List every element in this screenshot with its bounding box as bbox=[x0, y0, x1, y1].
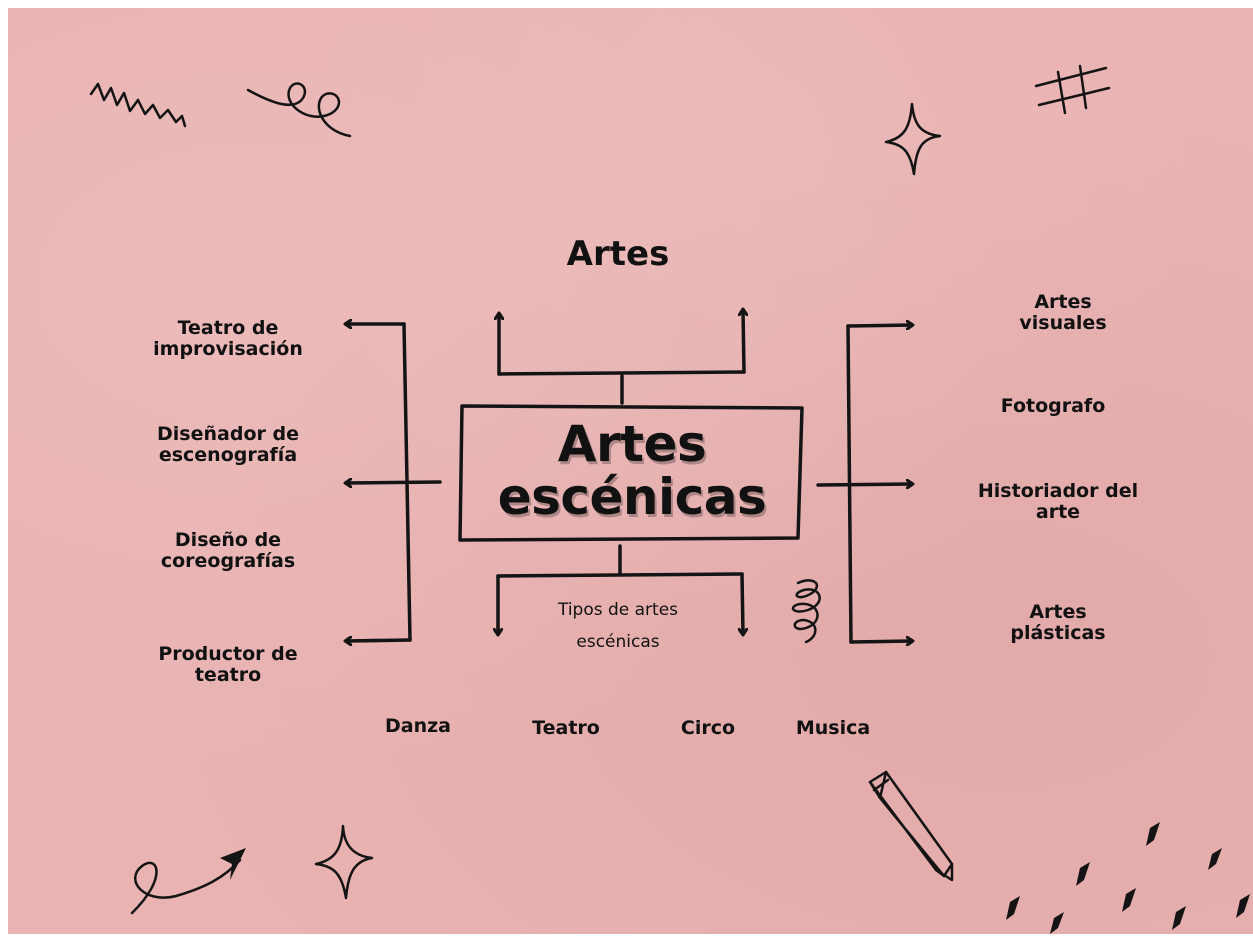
subtitle: Tipos de artes escénicas bbox=[518, 594, 718, 659]
mind-map-canvas: Artes Artes escénicas Tipos de artes esc… bbox=[8, 8, 1253, 934]
right-item-4-line-2: plásticas bbox=[1010, 621, 1106, 644]
subtitle-line-2: escénicas bbox=[576, 632, 660, 653]
zigzag-doodle bbox=[89, 82, 187, 128]
left-item-1-line-1: Teatro de bbox=[177, 317, 279, 339]
type-teatro: Teatro bbox=[532, 717, 600, 739]
right-item-3-line-2: arte bbox=[1035, 500, 1081, 523]
left-item-3-line-1: Diseño de bbox=[174, 529, 282, 551]
curly-arrow-head-icon bbox=[220, 848, 246, 880]
arrow-down-right bbox=[742, 572, 743, 634]
top-label: Artes bbox=[566, 234, 670, 274]
right-item-1-line-2: visuales bbox=[1019, 311, 1107, 334]
right-item-3-line-1: Historiador del bbox=[977, 480, 1139, 502]
left-item-4: Productor de teatro bbox=[118, 644, 338, 686]
dash-marks-doodle bbox=[1006, 822, 1250, 934]
left-item-2: Diseñador de escenografía bbox=[118, 424, 338, 466]
spiral-doodle bbox=[791, 579, 821, 644]
right-item-2: Fotografo bbox=[948, 396, 1158, 417]
left-item-3: Diseño de coreografías bbox=[118, 530, 338, 572]
left-item-4-line-2: teatro bbox=[194, 663, 262, 686]
arrow-right-3 bbox=[849, 641, 912, 642]
right-item-1: Artes visuales bbox=[958, 292, 1168, 334]
left-item-2-line-1: Diseñador de bbox=[157, 423, 299, 445]
center-title-line-2: escénicas bbox=[497, 467, 767, 526]
type-circo: Circo bbox=[680, 717, 736, 739]
curly-arrow-doodle bbox=[130, 858, 242, 915]
left-item-2-line-2: escenografía bbox=[158, 443, 298, 466]
left-item-3-line-2: coreografías bbox=[160, 549, 296, 572]
right-item-2-line-1: Fotografo bbox=[1000, 395, 1106, 417]
type-musica: Musica bbox=[795, 717, 871, 739]
left-item-4-line-1: Productor de bbox=[158, 643, 298, 665]
arrow-left-2 bbox=[346, 482, 442, 483]
right-item-1-line-1: Artes bbox=[1034, 291, 1092, 313]
arrow-up-right bbox=[743, 310, 744, 374]
right-item-3: Historiador del arte bbox=[953, 481, 1163, 523]
subtitle-line-1: Tipos de artes bbox=[557, 600, 679, 620]
hashtag-doodle bbox=[1034, 64, 1111, 115]
center-box bbox=[458, 404, 804, 542]
sparkle-doodle-bottom bbox=[314, 824, 374, 900]
right-item-4-line-1: Artes bbox=[1029, 601, 1087, 623]
right-item-4: Artes plásticas bbox=[958, 602, 1158, 644]
left-item-1-line-2: improvisación bbox=[153, 337, 303, 360]
arrow-right-1 bbox=[846, 325, 912, 326]
arrow-right-2 bbox=[816, 484, 912, 485]
type-danza: Danza bbox=[385, 715, 451, 737]
center-title-line-1: Artes bbox=[557, 415, 707, 473]
left-item-1: Teatro de improvisación bbox=[118, 318, 338, 360]
arrow-left-3 bbox=[346, 640, 412, 641]
connector-lines bbox=[89, 64, 1250, 934]
center-title: Artes escénicas bbox=[462, 418, 802, 523]
sparkle-doodle-top bbox=[884, 102, 942, 176]
pencil-icon bbox=[868, 770, 954, 882]
loop-doodle bbox=[246, 82, 352, 138]
